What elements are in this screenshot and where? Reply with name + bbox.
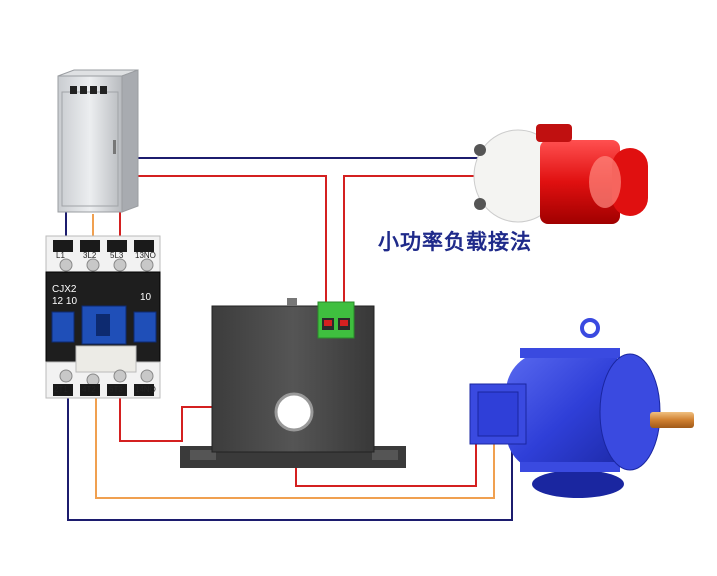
bottom-terminal-2: 4T2 (82, 385, 96, 394)
diagram-caption: 小功率负载接法 (378, 230, 532, 254)
contactor-aux-label: 10 (140, 292, 152, 303)
bottom-terminal-4: 14NO (135, 385, 156, 394)
top-terminal-3: 5L3 (110, 251, 124, 260)
ac-contactor-icon: L1 3L2 5L3 13NO CJX2 12 10 10 2T1 4T2 6T… (45, 235, 161, 399)
top-terminal-1: L1 (56, 251, 65, 260)
wire-orange-contactor-motor (95, 390, 495, 499)
contactor-rating: 12 10 (52, 296, 77, 307)
bottom-terminal-3: 6T3 (109, 385, 123, 394)
wire-red-beacon-sensor (343, 175, 482, 320)
wire-navy-contactor-motor (67, 390, 513, 521)
contactor-model: CJX2 (52, 284, 77, 295)
wires (65, 157, 513, 521)
current-sensor-icon (180, 298, 406, 468)
electric-motor-icon (469, 318, 694, 498)
warning-beacon-icon (473, 124, 648, 224)
wire-red-cabinet-sensor (122, 175, 327, 320)
wire-red-contactor-sensor (119, 390, 214, 442)
top-terminal-2: 3L2 (83, 251, 97, 260)
top-terminal-4: 13NO (135, 251, 156, 260)
control-cabinet-icon (57, 69, 139, 213)
bottom-terminal-1: 2T1 (54, 385, 68, 394)
